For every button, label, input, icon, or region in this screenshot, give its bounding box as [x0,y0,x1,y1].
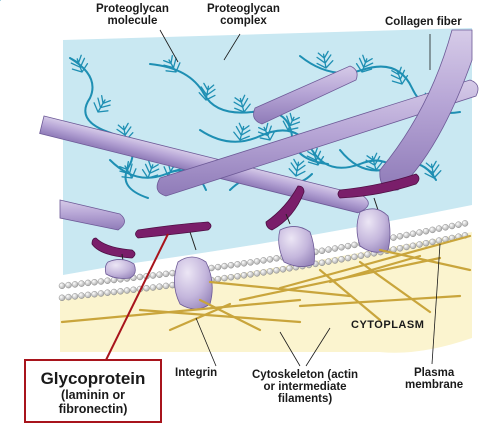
cytoskeleton-filaments [60,234,472,332]
integrin-protein [174,256,213,310]
integrin-protein [356,208,391,253]
cytoskeleton-label: Cytoskeleton (actin or intermediate fila… [252,369,359,405]
glycoprotein [135,221,212,239]
collagen-fiber [253,65,358,125]
integrins [104,208,391,310]
collagen-fiber [156,79,479,197]
glycoprotein-callout: Glycoprotein (laminin or fibronectin) [24,359,162,423]
callout-line-2: fibronectin) [58,402,128,416]
integrin-label: Integrin [175,367,218,379]
collagen-fiber [59,199,125,231]
callout-title: Glycoprotein [40,369,146,388]
glycoprotein [91,237,136,259]
plasma-membrane-label: Plasma membrane [405,367,464,391]
cytoplasm-region [60,232,472,353]
proteoglycan-complex-label: Proteoglycan complex [207,3,280,27]
glycoprotein [337,173,420,199]
integrin-protein [104,259,136,279]
glycoproteins [91,173,420,259]
glycoprotein [265,185,305,231]
cytoplasm-label: CYTOPLASM [351,319,425,331]
callout-line-1: (laminin or [61,388,125,402]
integrin-protein [278,226,315,267]
proteoglycan-molecule-label: Proteoglycan molecule [96,3,169,27]
collagen-fiber-label: Collagen fiber [385,16,462,28]
